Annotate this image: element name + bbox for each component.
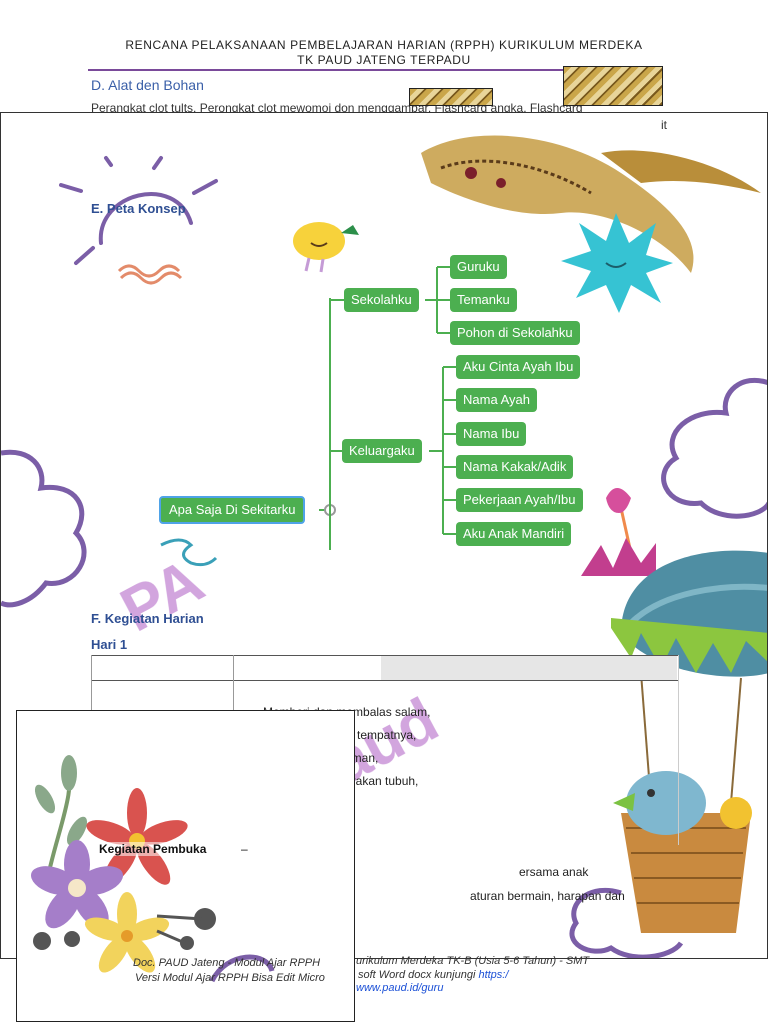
mindmap-leaf-node: Aku Anak Mandiri [456,522,572,546]
section-f-heading: F. Kegiatan Harian [91,611,204,626]
footer-link-url[interactable]: www.paud.id/guru [356,982,444,994]
batik-ornament-large [563,66,663,106]
mindmap-leaf-node: Nama Ayah [456,388,537,412]
svg-text:PA: PA [110,546,214,645]
footer-link-https[interactable]: https:/ [478,969,509,981]
mindmap-leaf-node: Guruku [450,255,507,279]
lemon-character-icon [293,222,359,273]
mindmap-branch-node: Sekolahku [344,288,419,312]
activity-line: ersama anak [519,865,589,879]
tulip-flower-icon [581,488,656,576]
wave-doodle-icon [117,264,183,285]
page-panel: PA w.paud it E. Peta Konsep Apa S [0,112,768,959]
section-d-heading: D. Alat den Bohan [91,77,204,93]
cloud-doodle-icon [1,449,87,608]
batik-ornament-small [409,88,493,106]
mindmap-root-node: Apa Saja Di Sekitarku [159,496,306,524]
footer-line2-left: Versi Modul Ajar RPPH Bisa Edit Micro [135,972,325,984]
footer-line2-right: soft Word docx kunjungi https:/ [358,969,508,981]
mindmap-leaf-node: Nama Ibu [456,422,527,446]
hot-air-balloon-icon [611,550,767,933]
sun-doodle-icon [59,156,218,265]
star-doodle-icon [561,213,673,313]
day-label: Hari 1 [91,637,128,652]
mindmap-branch-node: Keluargaku [342,439,422,463]
document-title-line1: RENCANA PELAKSANAAN PEMBELAJARAN HARIAN … [125,38,643,52]
section-d-trailing-text: it [661,118,667,132]
mindmap-leaf-node: Aku Cinta Ayah Ibu [456,355,581,379]
table-header-shade [381,656,677,680]
mindmap-leaf-node: Pohon di Sekolahku [450,321,580,345]
mindmap-leaf-node: Pekerjaan Ayah/Ibu [456,488,583,512]
flower-illustration-icon [30,755,275,983]
batik-bird-icon [421,135,761,273]
header-divider [88,69,663,71]
footer-line1-left: Doc. PAUD Jateng - Modul Ajar RPPH [133,957,321,969]
cloud-doodle-icon [569,887,684,958]
cloud-doodle-icon [661,377,767,519]
squiggle-doodle-icon [160,538,218,567]
activity-line: tempatnya, [357,728,417,742]
document-title-line2: TK PAUD JATENG TERPADU [297,53,471,67]
activity-line: erakan tubuh, [345,774,419,788]
activity-line: aturan bermain, harapan dan [470,889,625,903]
mindmap-connectors [319,266,456,550]
footer-line2-right-text: soft Word docx kunjungi [358,969,476,981]
mindmap-leaf-node: Temanku [450,288,517,312]
mindmap-leaf-node: Nama Kakak/Adik [456,455,574,479]
flower-inset-image: Kegiatan Pembuka – Doc. PAUD Jateng - Mo… [16,710,355,1022]
activity-row-label: Kegiatan Pembuka [99,842,207,856]
section-e-heading: E. Peta Konsep [91,201,186,216]
footer-line1-right: urikulum Merdeka TK-B (Usia 5-6 Tahun) -… [356,955,590,967]
